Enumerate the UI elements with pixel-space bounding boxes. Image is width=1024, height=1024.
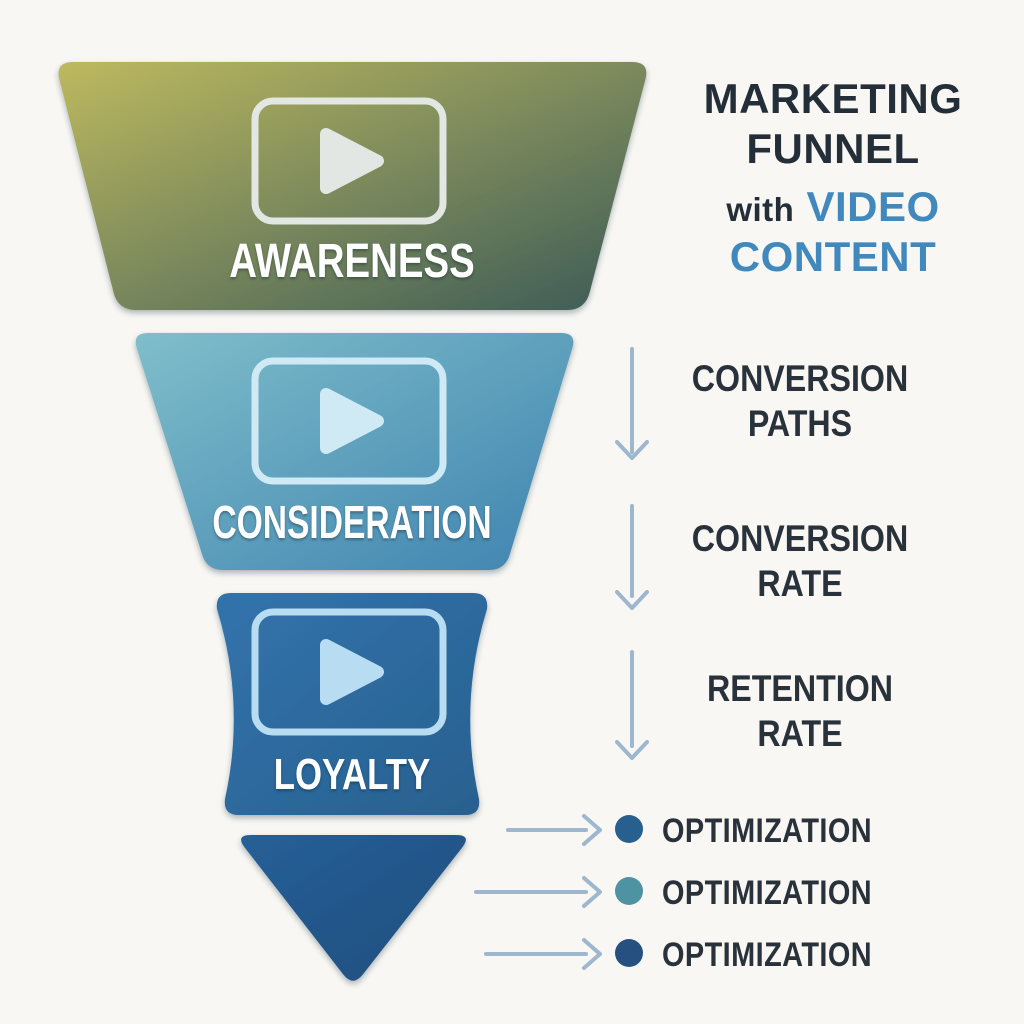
stage-label-awareness: AWARENESS [229, 235, 475, 288]
optimization-label-1: OPTIMIZATION [662, 812, 873, 850]
stage-label-loyalty: LOYALTY [273, 750, 431, 799]
title-with-word: with [726, 191, 795, 228]
funnel-stage-consideration [135, 333, 574, 570]
funnel-stage-bottom [216, 593, 488, 815]
title-accent-video: VIDEO [806, 183, 940, 230]
metric-conversion-paths: CONVERSION PATHS [665, 356, 935, 446]
metric-line: RATE [757, 563, 843, 604]
video-play-icon [251, 97, 447, 225]
metric-conversion-rate: CONVERSION RATE [665, 516, 935, 606]
bullet-dot [615, 877, 643, 905]
optimization-label-3: OPTIMIZATION [662, 936, 873, 974]
right-arrow-icon [484, 938, 602, 970]
funnel-stage-awareness [58, 62, 647, 310]
metric-retention-rate: RETENTION RATE [665, 666, 935, 756]
right-arrow-icon [474, 876, 602, 908]
down-arrow-icon [615, 504, 649, 610]
metric-line: RETENTION [707, 668, 893, 709]
metric-line: PATHS [747, 403, 853, 444]
metric-line: CONVERSION [691, 358, 909, 399]
down-arrow-icon [615, 650, 649, 760]
stage-label-consideration: CONSIDERATION [212, 496, 492, 548]
down-arrow-icon [615, 347, 649, 460]
video-play-icon [251, 357, 447, 485]
title-line-3: with VIDEO [660, 183, 1006, 233]
title-line-2: FUNNEL [746, 125, 920, 172]
video-play-icon [251, 608, 447, 736]
title-line-1: MARKETING [703, 75, 963, 122]
title-accent-content: CONTENT [729, 233, 937, 280]
bullet-dot [615, 939, 643, 967]
right-arrow-icon [506, 814, 602, 846]
bullet-dot [615, 815, 643, 843]
page-title: MARKETING FUNNEL with VIDEO CONTENT [660, 74, 1006, 280]
funnel-tip-triangle [241, 835, 466, 981]
optimization-label-2: OPTIMIZATION [662, 874, 873, 912]
metric-line: RATE [757, 713, 843, 754]
metric-line: CONVERSION [691, 518, 909, 559]
